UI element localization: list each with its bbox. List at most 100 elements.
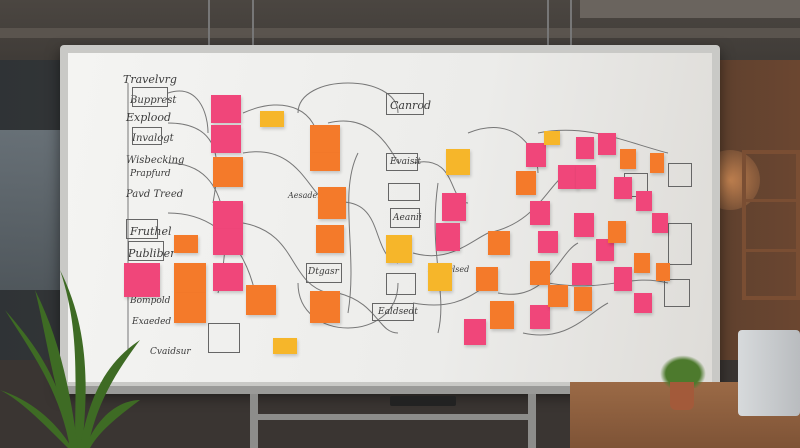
- drawn-box: [372, 303, 414, 321]
- drawn-box: [668, 163, 692, 187]
- board-label: Explood: [126, 111, 172, 124]
- stand-leg: [250, 394, 258, 448]
- board-label: Cvaidsur: [150, 347, 191, 357]
- potted-plant: [0, 270, 140, 448]
- stand-crossbar: [250, 414, 536, 420]
- drawn-box: [386, 153, 418, 171]
- sticky-note: [516, 171, 536, 195]
- sticky-note: [260, 111, 284, 127]
- board-label: Fruthel: [130, 225, 172, 238]
- sticky-note: [614, 177, 632, 199]
- drawn-box: [132, 87, 168, 107]
- sticky-note: [634, 253, 650, 273]
- sticky-note: [526, 143, 546, 167]
- sticky-note: [530, 201, 550, 225]
- sticky-note: [273, 338, 297, 354]
- drawn-box: [386, 273, 416, 295]
- sticky-note: [574, 213, 594, 237]
- sticky-note: [310, 153, 340, 171]
- sticky-note: [442, 193, 466, 221]
- drawn-box: [126, 219, 158, 239]
- sticky-note: [598, 133, 616, 155]
- stand-leg: [528, 394, 536, 448]
- hanging-wire: [570, 0, 572, 86]
- sticky-note: [436, 223, 460, 251]
- board-label: Invalogt: [132, 133, 174, 144]
- drawn-box: [132, 127, 162, 145]
- sticky-note: [636, 191, 652, 211]
- drawn-box: [668, 223, 692, 265]
- drawn-box: [664, 279, 690, 307]
- board-label: Pavd Treed: [126, 189, 184, 200]
- drawn-box: [390, 208, 420, 228]
- sticky-note: [652, 213, 668, 233]
- board-label: Ealdsedt: [378, 307, 418, 317]
- tablet-on-tray: [390, 396, 456, 406]
- sticky-note: [464, 319, 486, 345]
- board-label: Travelvrg: [123, 73, 177, 86]
- board-label: Wisbecking: [126, 155, 185, 166]
- sticky-note: [174, 293, 206, 323]
- drawn-box: [386, 93, 424, 115]
- board-label: Bompold: [130, 296, 171, 306]
- sticky-note: [488, 231, 510, 255]
- sticky-note: [310, 291, 340, 323]
- sticky-note: [428, 263, 452, 291]
- sticky-note: [576, 137, 594, 159]
- sticky-note: [476, 267, 498, 291]
- sticky-note: [656, 263, 670, 281]
- sticky-note: [124, 263, 160, 297]
- sticky-note: [608, 221, 626, 243]
- ceiling-duct: [580, 0, 800, 18]
- board-label: Aeanii: [393, 213, 422, 223]
- board-label: Bupprest: [130, 95, 177, 106]
- sticky-note: [634, 293, 652, 313]
- sticky-note: [213, 157, 243, 187]
- ceiling-beam: [0, 28, 800, 38]
- board-label: Dtgasr: [308, 267, 339, 277]
- drawn-box: [208, 323, 240, 353]
- sticky-note: [213, 201, 243, 229]
- drawn-box: [306, 263, 342, 283]
- sticky-note: [386, 235, 412, 263]
- sticky-note: [310, 125, 340, 153]
- sticky-note: [316, 225, 344, 253]
- sticky-note: [213, 263, 243, 291]
- shelf-board: [746, 249, 796, 252]
- sticky-note: [558, 165, 578, 189]
- sticky-note: [446, 149, 470, 175]
- sticky-note: [213, 229, 243, 255]
- hanging-wire: [252, 0, 254, 52]
- sticky-note: [574, 287, 592, 311]
- sticky-note: [596, 239, 614, 261]
- window: [0, 130, 60, 290]
- sticky-note: [211, 95, 241, 123]
- hanging-wire: [547, 0, 549, 86]
- sticky-note: [246, 285, 276, 315]
- hanging-wire: [208, 0, 210, 52]
- laptop: [738, 330, 800, 416]
- sticky-note: [614, 267, 632, 291]
- sticky-note: [544, 131, 560, 145]
- sticky-note: [538, 231, 558, 253]
- sticky-note: [174, 263, 206, 293]
- sticky-note: [174, 235, 198, 253]
- board-label: Exaeded: [132, 317, 172, 327]
- sticky-note: [530, 305, 550, 329]
- sticky-note: [530, 261, 550, 285]
- board-label: Evaisit: [390, 157, 422, 167]
- whiteboard-tray: [60, 386, 720, 394]
- sticky-note: [211, 125, 241, 153]
- sticky-note: [620, 149, 636, 169]
- board-label: Prapfurd: [130, 169, 171, 179]
- whiteboard: Travelvrg Bupprest Explood Invalogt Wisb…: [68, 53, 712, 382]
- sticky-note: [548, 285, 568, 307]
- sticky-note: [572, 263, 592, 285]
- sticky-note: [318, 187, 346, 219]
- bookshelf: [742, 150, 800, 300]
- drawn-box: [388, 183, 420, 201]
- drawn-box: [128, 241, 164, 261]
- sticky-note: [576, 165, 596, 189]
- board-label: Aesaden: [288, 191, 323, 200]
